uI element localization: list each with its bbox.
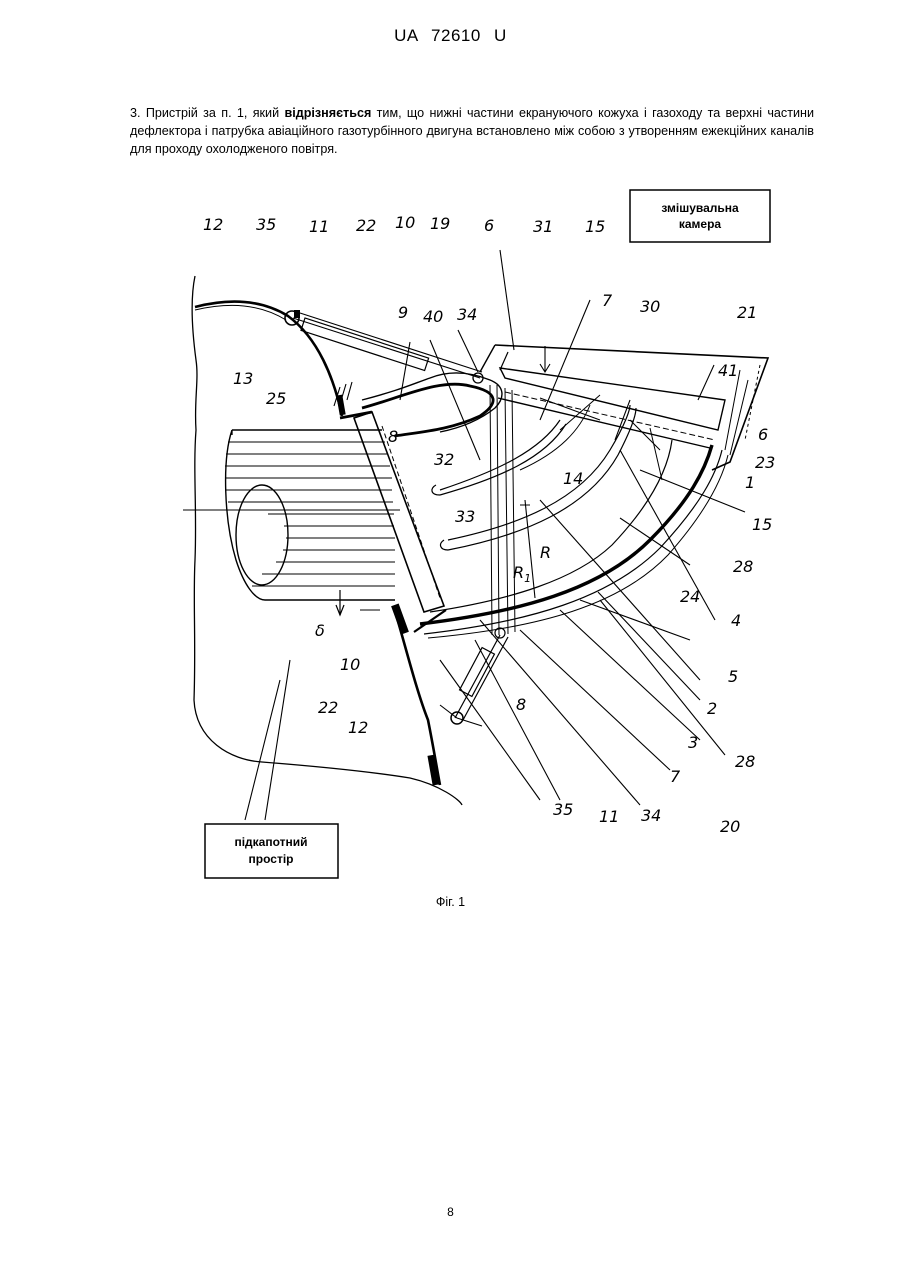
ref-numeral-l38: 12: [348, 718, 368, 737]
ref-numeral-l16: 41: [718, 361, 738, 380]
reference-numerals: 1235112210196311594034730214113256832231…: [203, 213, 775, 836]
underhood-label-2: простір: [249, 852, 294, 866]
ref-numeral-l6: 19: [430, 214, 450, 233]
ref-numeral-l44: 34: [641, 806, 661, 825]
ref-numeral-l28: 28: [733, 557, 753, 576]
ref-numeral-l21: 32: [434, 450, 454, 469]
upper-actuator: [293, 318, 480, 378]
underhood-label-1: підкапотний: [234, 835, 307, 849]
underhood-space-box: [205, 824, 338, 878]
ref-numeral-l4: 22: [356, 216, 376, 235]
ref-numeral-l30: 24: [680, 587, 700, 606]
ref-numeral-l32: 4: [731, 611, 741, 630]
ref-numeral-l10: 9: [398, 303, 408, 322]
mixing-chamber-label-1: змішувальна: [661, 201, 739, 215]
ref-numeral-l5: 10: [395, 213, 415, 232]
ref-numeral-l3: 11: [309, 217, 329, 236]
ref-numeral-l19: 6: [758, 425, 768, 444]
ref-numeral-l37: 2: [707, 699, 717, 718]
ref-numeral-l14: 30: [640, 297, 660, 316]
lower-actuator: [455, 635, 500, 718]
ref-numeral-l20: 8: [388, 427, 398, 446]
ref-numeral-l33: 10: [340, 655, 360, 674]
exhaust-pipe-end: [236, 485, 288, 585]
ref-numeral-l17: 13: [233, 369, 253, 388]
ref-numeral-l39: 3: [688, 733, 698, 752]
ref-numeral-l27: R: [540, 543, 551, 562]
ref-numeral-l13: 7: [602, 291, 613, 310]
ref-numeral-l1: 12: [203, 215, 223, 234]
ref-numeral-l35: 22: [318, 698, 338, 717]
exhaust-pipe-body: [226, 430, 395, 600]
ref-numeral-l12: 34: [457, 305, 477, 324]
page-number: 8: [0, 1205, 901, 1219]
ref-numeral-l34: 5: [728, 667, 738, 686]
ref-numeral-l22: 23: [755, 453, 775, 472]
mixing-chamber-box: [630, 190, 770, 242]
ref-numeral-l15: 21: [737, 303, 757, 322]
ref-numeral-l31: δ: [315, 621, 325, 640]
ref-numeral-l2: 35: [256, 215, 276, 234]
ref-numeral-l7: 6: [484, 216, 494, 235]
inner-curved-wall: [430, 440, 672, 612]
ref-numeral-l11: 40: [423, 307, 443, 326]
figure-caption: Фіг. 1: [0, 895, 901, 909]
ref-numeral-l25: 15: [752, 515, 772, 534]
ref-numeral-l26: 33: [455, 507, 475, 526]
ref-numeral-l43: 11: [599, 807, 619, 826]
ref-numeral-l45: 20: [720, 817, 740, 836]
mixing-chamber-label-2: камера: [679, 217, 722, 231]
ref-numeral-l42: 35: [553, 800, 573, 819]
guide-vane-1: [440, 420, 560, 490]
ref-numeral-l8: 31: [533, 217, 553, 236]
ref-numeral-l24: 1: [745, 473, 755, 492]
ref-numeral-l9: 15: [585, 217, 605, 236]
ref-numeral-l36: 8: [516, 695, 526, 714]
ref-numeral-l18: 25: [266, 389, 286, 408]
ref-numeral-l29: R1: [513, 563, 531, 585]
ref-numeral-l40: 28: [735, 752, 755, 771]
ref-numeral-l23: 14: [563, 469, 583, 488]
ref-numeral-l41: 7: [670, 767, 681, 786]
